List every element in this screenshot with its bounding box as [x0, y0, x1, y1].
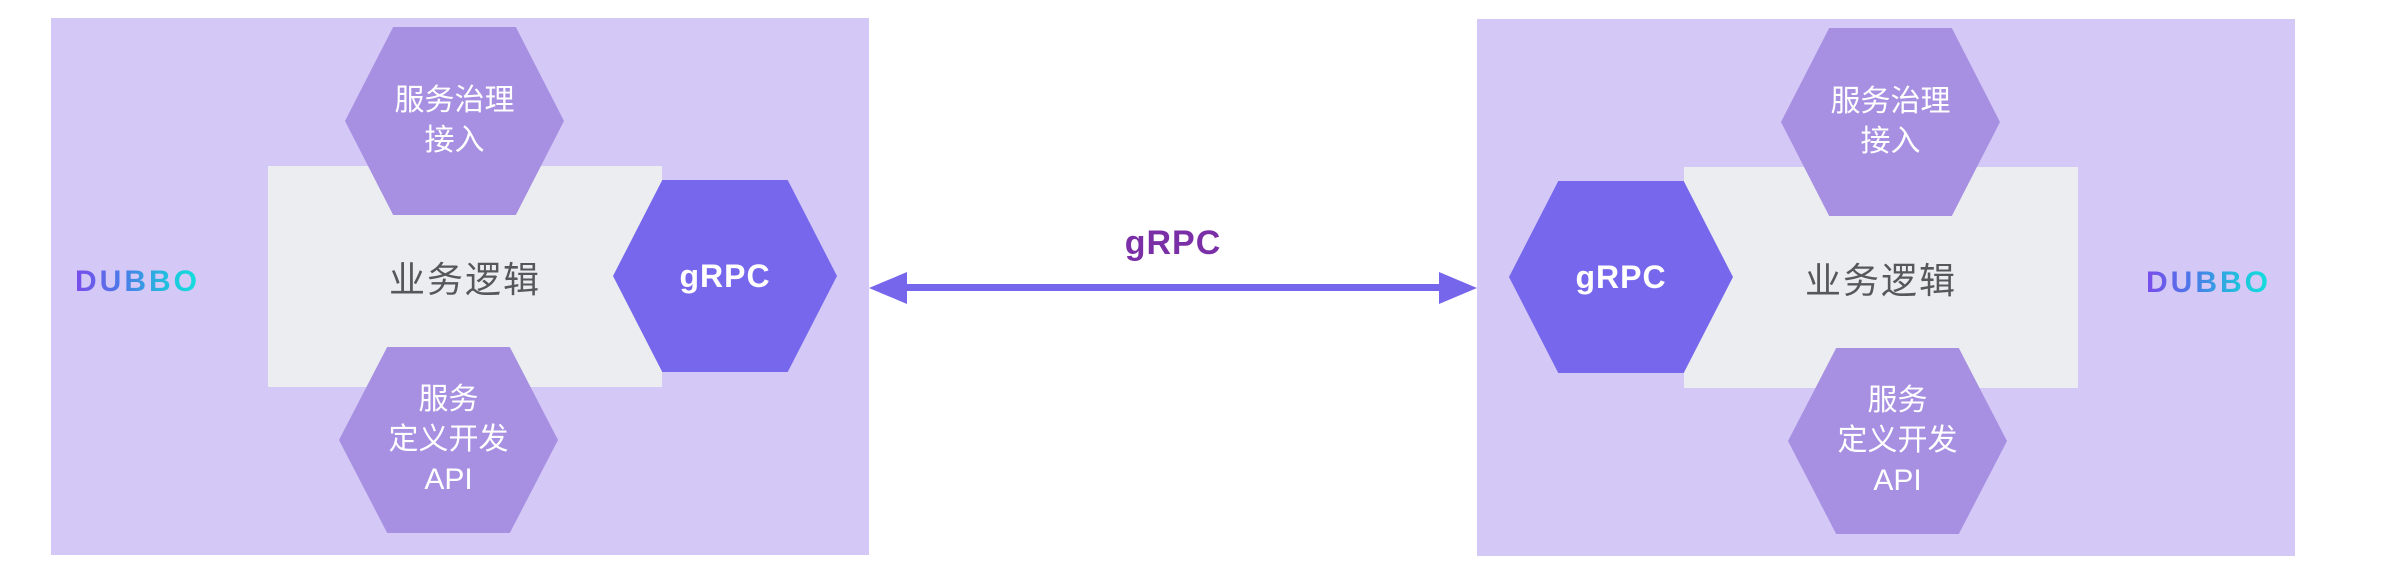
grpc-hex-label: gRPC	[679, 257, 771, 294]
service-api-line2: 定义开发	[1837, 424, 1958, 457]
hex-service-api: 服务 定义开发 API	[1788, 348, 2007, 534]
service-governance-line2: 接入	[1860, 125, 1921, 158]
hex-service-governance: 服务治理 接入	[1781, 28, 2000, 216]
service-governance-line1: 服务治理	[394, 84, 515, 117]
service-api-line3: API	[424, 463, 473, 496]
service-governance-line2: 接入	[424, 124, 485, 157]
dubbo-node-right: DUBBO 业务逻辑 服务治理 接入 服务 定义开发 API gRPC	[1477, 19, 2295, 556]
arrowhead-right-icon	[1439, 272, 1477, 304]
grpc-connection-label: gRPC	[1124, 224, 1222, 262]
dubbo-logo: DUBBO	[75, 265, 200, 298]
service-api-line1: 服务	[1867, 384, 1928, 417]
service-api-line1: 服务	[418, 383, 479, 416]
arrow-shaft	[893, 284, 1453, 291]
service-api-line3: API	[1873, 464, 1922, 497]
grpc-hex-label: gRPC	[1575, 258, 1667, 295]
hex-service-api: 服务 定义开发 API	[339, 347, 558, 533]
grpc-double-arrow	[869, 272, 1477, 304]
dubbo-node-left: DUBBO 业务逻辑 服务治理 接入 服务 定义开发 API gRPC	[51, 18, 869, 555]
business-logic-label: 业务逻辑	[388, 258, 541, 300]
business-logic-label: 业务逻辑	[1804, 259, 1957, 301]
hex-service-governance: 服务治理 接入	[345, 27, 564, 215]
hex-grpc: gRPC	[1509, 181, 1733, 373]
service-api-line2: 定义开发	[388, 423, 509, 456]
dubbo-logo: DUBBO	[2146, 266, 2271, 299]
service-governance-line1: 服务治理	[1830, 85, 1951, 118]
hex-grpc: gRPC	[613, 180, 837, 372]
